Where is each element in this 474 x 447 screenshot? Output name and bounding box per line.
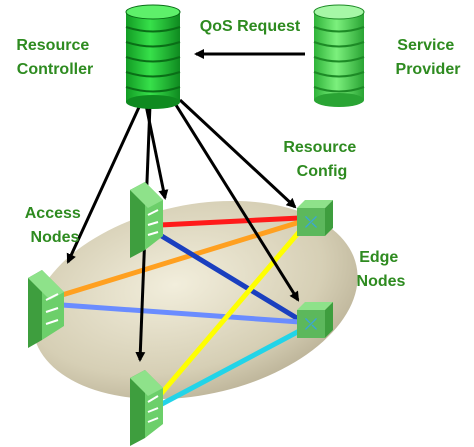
service-provider-database-icon — [313, 4, 365, 107]
edge-nodes-label: Edge Nodes — [357, 249, 406, 290]
arrow-to-edge-bottom — [174, 104, 300, 302]
edge-node-top-icon: ⤫ — [297, 200, 333, 236]
access-node-left-icon — [28, 270, 64, 348]
link-yellow — [157, 222, 308, 398]
link-orange — [59, 219, 303, 298]
arrow-to-access-left — [66, 104, 142, 264]
link-blue-light — [59, 302, 303, 325]
svg-text:⤫: ⤫ — [305, 315, 317, 333]
link-blue-dark — [157, 232, 303, 323]
svg-text:⤫: ⤫ — [305, 213, 317, 231]
arrow-to-edge-top — [178, 98, 297, 209]
resource-controller-database-icon — [125, 4, 181, 109]
access-nodes-label: Access Nodes — [25, 205, 86, 246]
qos-request-label: QoS Request — [200, 18, 301, 35]
link-red — [157, 215, 303, 228]
edge-node-bottom-icon: ⤫ — [297, 302, 333, 338]
link-cyan — [157, 325, 308, 408]
network-links — [59, 215, 308, 408]
resource-config-label: Resource Config — [283, 139, 360, 180]
access-node-top-icon — [130, 182, 163, 258]
access-node-bottom-icon — [130, 370, 163, 446]
resource-controller-label: Resource Controller — [16, 37, 93, 78]
service-provider-label: Service Provider — [396, 37, 461, 78]
network-cloud — [32, 200, 358, 400]
